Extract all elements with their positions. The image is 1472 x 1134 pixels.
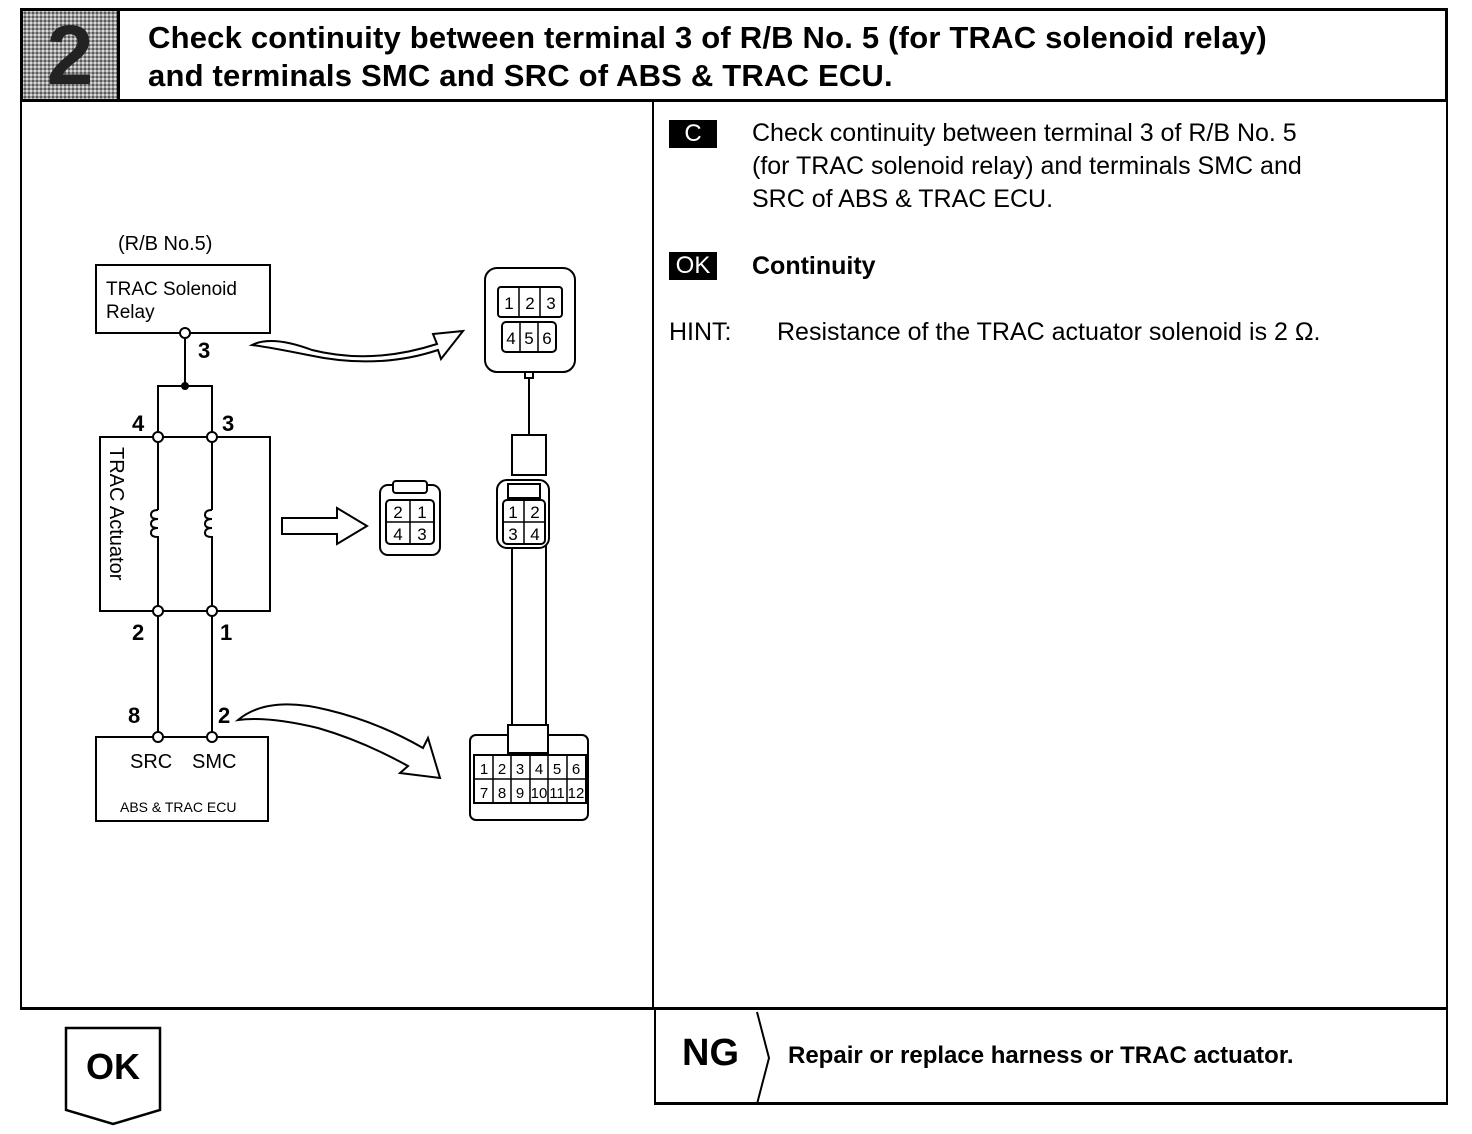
ecu-connector-pin: 6 — [572, 761, 580, 778]
arrow-to-ecu-connector — [234, 703, 442, 780]
actuator-box — [99, 436, 271, 612]
ecu-connector-pin: 1 — [480, 761, 488, 778]
ok-arrow-icon — [64, 1026, 162, 1126]
check-badge: C — [669, 120, 717, 148]
harness-connector-pin: 3 — [508, 525, 517, 544]
ng-result-label: NG — [682, 1032, 739, 1074]
actuator-terminal-3: 3 — [222, 411, 234, 436]
diagram-panel — [20, 100, 654, 1010]
ng-action-text: Repair or replace harness or TRAC actuat… — [788, 1042, 1294, 1069]
actuator-terminal-4: 4 — [132, 411, 145, 436]
ok-result-label: OK — [86, 1046, 140, 1087]
instruction-panel — [652, 100, 1448, 1010]
ok-badge: OK — [669, 252, 717, 280]
harness-connector — [496, 479, 550, 549]
check-text-line: (for TRAC solenoid relay) and terminals … — [752, 152, 1302, 180]
solenoid-coil-1 — [149, 509, 160, 540]
arrow-to-actuator-connector — [281, 506, 369, 546]
ng-result-box — [654, 1010, 1448, 1105]
step-number-box — [20, 8, 120, 102]
relay-terminal-label: 3 — [198, 338, 210, 363]
relay-connector — [484, 267, 576, 373]
relay-label-line1: TRAC Solenoid — [106, 279, 237, 300]
relay-pin: 4 — [506, 329, 515, 348]
ecu-connector-pin: 5 — [553, 761, 561, 778]
ecu-label: ABS & TRAC ECU — [120, 799, 236, 815]
relay-pin: 3 — [546, 294, 555, 313]
actuator-label: TRAC Actuator — [105, 447, 127, 581]
relay-pin: 1 — [504, 294, 513, 313]
title-line-1: Check continuity between terminal 3 of R… — [148, 20, 1267, 55]
actuator-terminal-1: 1 — [220, 620, 232, 645]
actuator-connector-pin: 2 — [393, 503, 402, 522]
actuator-connector-pin: 3 — [417, 525, 426, 544]
check-text: Check continuity between terminal 3 of R… — [752, 117, 1302, 216]
ecu-pin-src: SRC — [130, 751, 172, 773]
solenoid-coil-2 — [203, 509, 213, 540]
ecu-connector-pin: 4 — [535, 761, 543, 778]
rb-label: (R/B No.5) — [118, 233, 212, 255]
ok-criteria: Continuity — [752, 252, 876, 280]
relay-label-line2: Relay — [106, 302, 155, 323]
relay-pin: 5 — [524, 329, 533, 348]
ecu-connector-pin: 10 — [531, 785, 548, 802]
relay-pin: 6 — [542, 329, 551, 348]
actuator-connector-pin: 4 — [393, 525, 402, 544]
ecu-connector-pin: 9 — [516, 785, 524, 802]
ecu-terminal-8: 8 — [128, 703, 140, 728]
ecu-connector-pin: 7 — [480, 785, 488, 802]
ecu-box — [95, 736, 269, 822]
ecu-connector-pin: 11 — [549, 785, 565, 802]
arrow-to-relay-connector — [248, 329, 466, 363]
hint-label: HINT: — [669, 318, 732, 346]
ecu-connector-pin: 2 — [498, 761, 506, 778]
hint-text: Resistance of the TRAC actuator solenoid… — [777, 318, 1321, 346]
check-text-line: SRC of ABS & TRAC ECU. — [752, 185, 1054, 213]
ecu-connector-pin: 8 — [498, 785, 506, 802]
harness-connector-pin: 2 — [530, 503, 539, 522]
ng-chevron-icon — [756, 1011, 771, 1105]
ecu-terminal-2: 2 — [218, 703, 230, 728]
check-text-line: Check continuity between terminal 3 of R… — [752, 119, 1297, 147]
relay-pin: 2 — [525, 294, 534, 313]
actuator-terminal-2: 2 — [132, 620, 144, 645]
harness-connector-pin: 1 — [508, 503, 517, 522]
wiring-diagram: (R/B No.5) TRAC Solenoid Relay 3 4 3 2 1… — [95, 233, 589, 822]
ecu-pin-smc: SMC — [192, 751, 236, 773]
actuator-connector-pin: 1 — [417, 503, 426, 522]
harness-connector-pin: 4 — [530, 525, 539, 544]
step-number: 2 — [46, 7, 94, 102]
title-line-2: and terminals SMC and SRC of ABS & TRAC … — [148, 58, 893, 93]
ecu-connector-pin: 3 — [516, 761, 524, 778]
ecu-connector-pin: 12 — [568, 785, 585, 802]
